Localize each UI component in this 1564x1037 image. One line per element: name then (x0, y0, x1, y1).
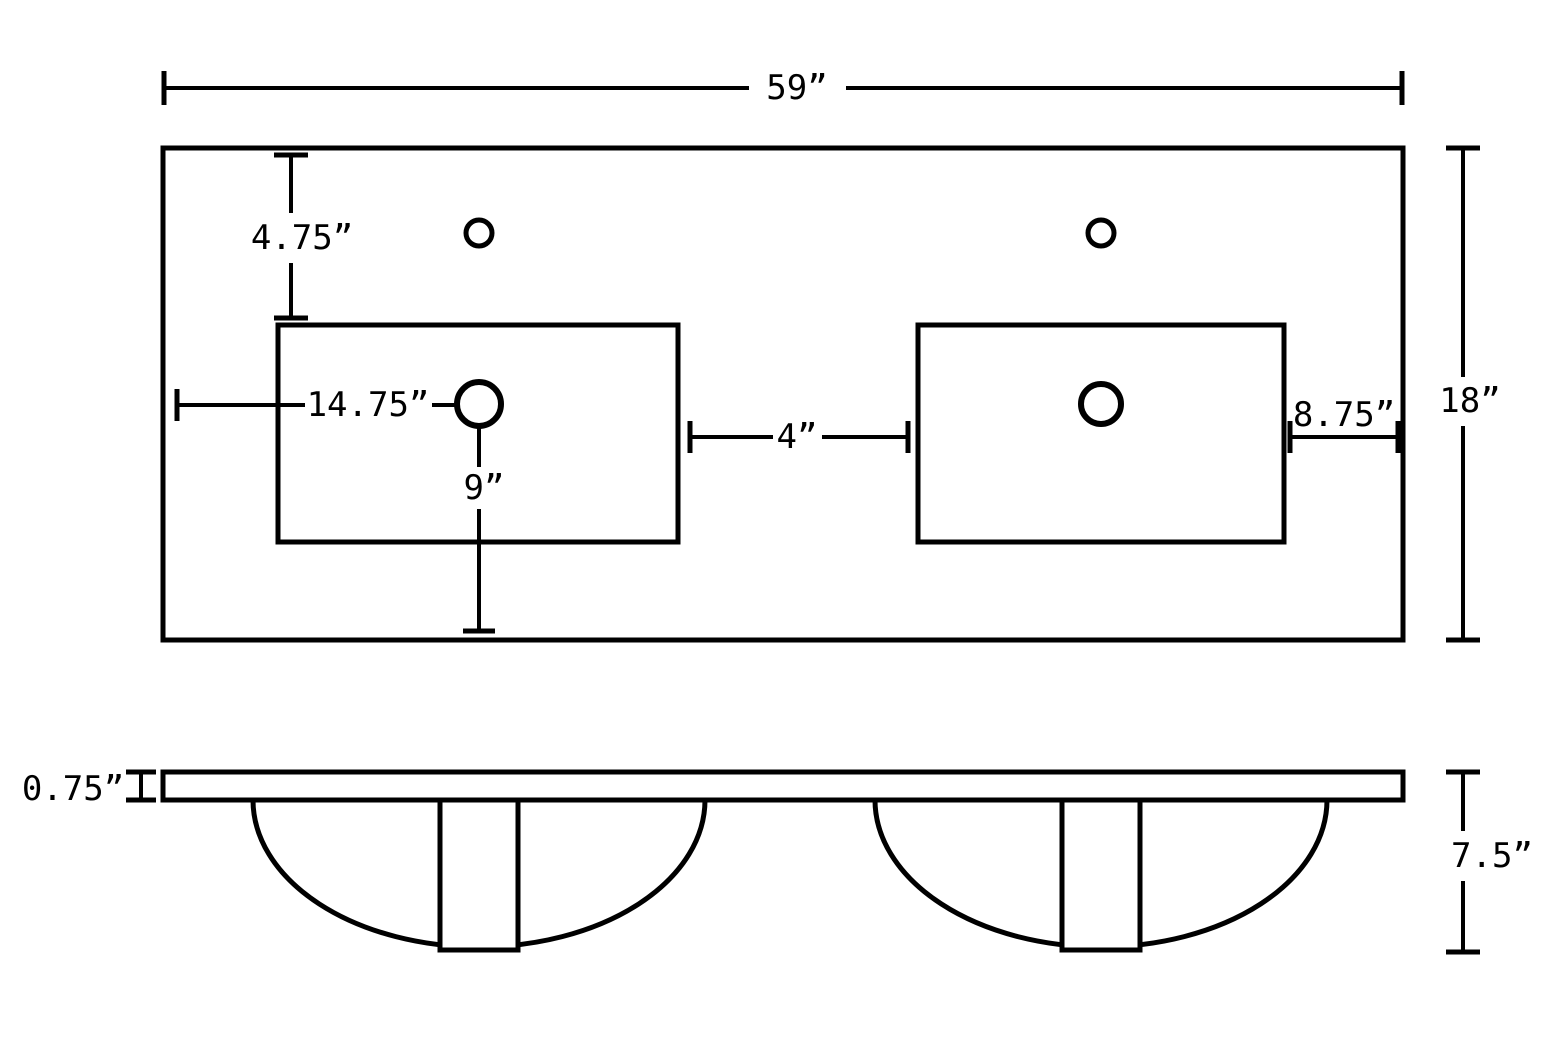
top-view: 59” 18” 4.75” 14.75” (160, 68, 1501, 643)
dimension-label: 59” (766, 68, 827, 108)
left-drain-pipe (437, 797, 521, 953)
dim-overall-height: 7.5” (1446, 769, 1533, 955)
front-view: 0.75” 7.5” (22, 769, 1533, 955)
dimension-label: 8.75” (1293, 395, 1395, 435)
dim-counter-thickness: 0.75” (22, 769, 156, 809)
left-drain-hole (454, 379, 504, 429)
dimension-label: 0.75” (22, 769, 124, 809)
counter-slab (160, 769, 1406, 803)
dimension-label: 4” (777, 417, 818, 457)
dim-drain-from-left: 14.75” (174, 385, 457, 425)
dim-basin-gap: 4” (687, 417, 911, 457)
right-drain-hole (1078, 381, 1124, 427)
dim-basin-to-edge: 8.75” (1287, 395, 1401, 453)
right-basin-outline (915, 322, 1287, 545)
dimension-label: 7.5” (1451, 836, 1533, 876)
left-faucet-hole (463, 217, 495, 249)
right-drain-pipe (1059, 797, 1143, 953)
dimension-label: 14.75” (307, 385, 430, 425)
dim-faucet-offset: 4.75” (251, 152, 353, 321)
dim-overall-depth: 18” (1439, 145, 1501, 643)
dimension-label: 9” (464, 468, 505, 508)
dimension-label: 4.75” (251, 218, 353, 258)
dim-overall-width: 59” (161, 68, 1405, 108)
dim-drain-to-front: 9” (463, 426, 505, 634)
right-faucet-hole (1085, 217, 1117, 249)
dimension-label: 18” (1439, 381, 1500, 421)
